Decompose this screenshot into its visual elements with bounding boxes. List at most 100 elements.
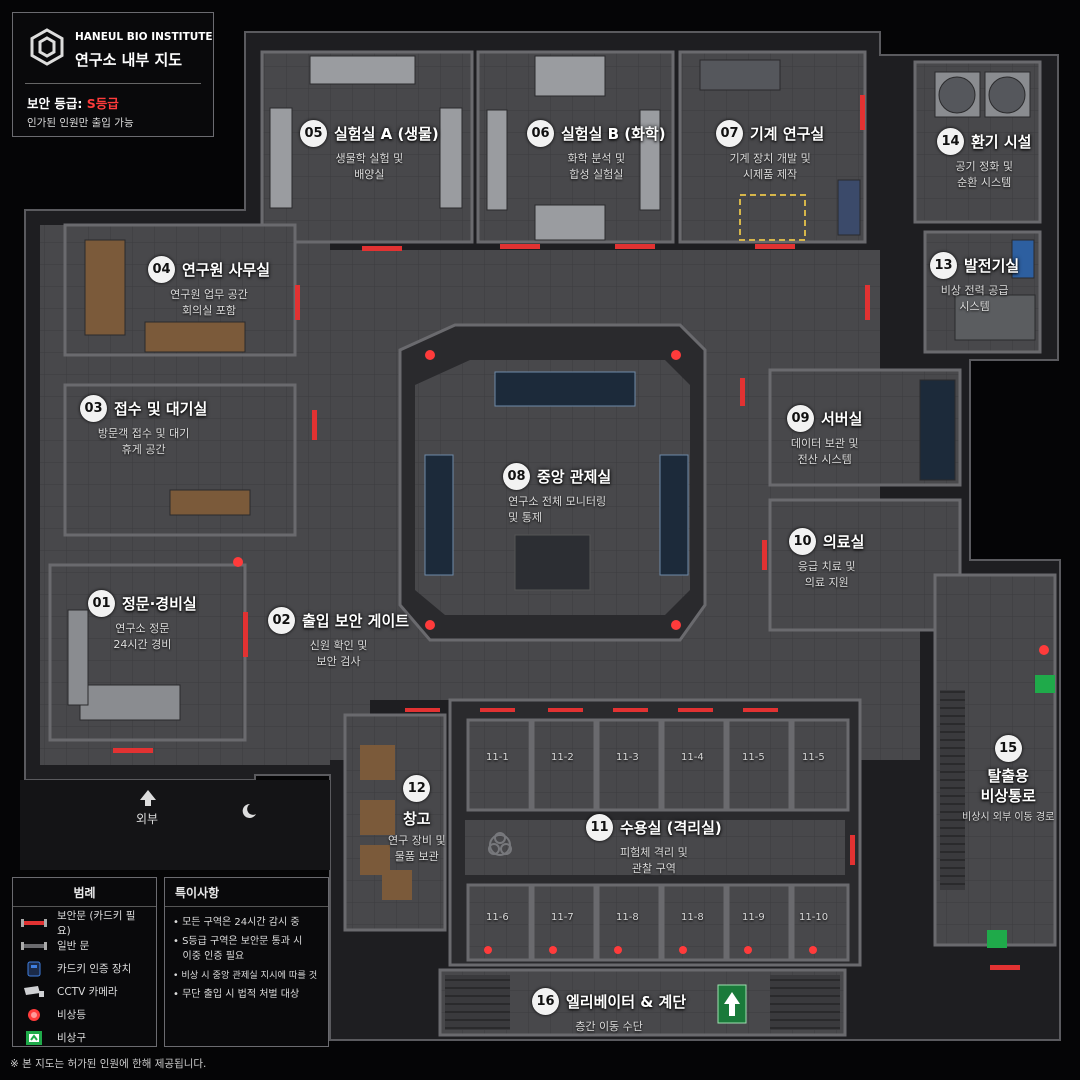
room-name: 창고 [402,810,431,828]
room-name: 수용실 (격리실) [620,819,722,837]
org-name: HANEUL BIO INSTITUTE [75,31,213,43]
legend-panel: 범례 보안문 (카드키 필요) 일반 문 카드키 인증 장치 CCTV 카메라 … [12,877,157,1047]
room-number-badge: 01 [88,590,115,617]
gray-door-icon [21,941,47,950]
logo-icon [27,27,67,67]
cell-door-lights [405,708,778,712]
cell-walls [466,718,850,962]
elevator-stairs-area [438,968,847,1037]
room-name: 환기 시설 [971,133,1032,151]
room-name: 의료실 [823,533,865,551]
cell-label: 11-1 [486,752,509,763]
note-item: • S등급 구역은 보안문 통과 시 이중 인증 필요 [173,936,303,962]
room-number-badge: 07 [716,120,743,147]
note-item: • 무단 출입 시 법적 처벌 대상 [173,989,300,1000]
legend-item-cctv: CCTV 카메라 [21,980,148,1003]
moon-icon [242,803,256,818]
header-divider [25,83,201,84]
room-name: 탈출용 비상통로 [980,767,1036,805]
room-desc: 층간 이동 수단 [575,1020,643,1033]
control-room [398,323,707,642]
legend-item-exit: 비상구 [21,1026,148,1049]
cell-label: 11-10 [799,912,829,923]
room-name: 실험실 B (화학) [561,125,666,143]
room-name: 발전기실 [964,257,1020,275]
cell-label: 11-9 [742,912,765,923]
cell-label: 11-3 [616,752,639,763]
room-number-badge: 16 [532,988,559,1015]
room-number-badge: 14 [937,128,964,155]
exit-sign-icon [21,1030,47,1045]
room-number-badge: 08 [503,463,530,490]
room-number-badge: 11 [586,814,613,841]
legend-item-emergency-light: 비상등 [21,1003,148,1026]
hazard-floor-marking [739,194,806,241]
card-reader-icon [21,961,47,977]
cell-label: 11-5 [802,752,825,763]
exit-signs [987,675,1055,948]
red-door-icon [21,918,47,927]
room-number-badge: 05 [300,120,327,147]
room-name: 출입 보안 게이트 [302,612,410,630]
room-label-15[interactable]: 15 탈출용 비상통로 비상시 외부 이동 경로 [962,735,1054,826]
room-name: 중앙 관제실 [537,468,612,486]
cell-label: 11-8 [616,912,639,923]
room-number-badge: 03 [80,395,107,422]
cell-label: 11-2 [551,752,574,763]
note-item: • 모든 구역은 24시간 감시 중 [173,917,300,928]
emergency-stairs [940,690,965,890]
cell-label: 11-7 [551,912,574,923]
emergency-lights [233,350,1049,954]
room-name: 실험실 A (생물) [334,125,439,143]
room-name: 기계 연구실 [750,125,825,143]
footer-note: ※ 본 지도는 허가된 인원에 한해 제공됩니다. [10,1058,207,1070]
room-name: 접수 및 대기실 [114,400,208,418]
room-number-badge: 06 [527,120,554,147]
room-number-badge: 15 [994,735,1022,762]
access-note: 인가된 인원만 출입 가능 [27,117,134,129]
legend-title: 범례 [13,878,156,907]
notes-panel: 특이사항 • 모든 구역은 24시간 감시 중 • S등급 구역은 보안문 통과… [164,877,329,1047]
cell-label: 11-6 [486,912,509,923]
cell-label: 11-4 [681,752,704,763]
fan-units [919,71,1036,481]
legend-item-security-door: 보안문 (카드키 필요) [21,910,148,937]
room-number-badge: 12 [403,775,431,802]
warehouse [343,713,447,932]
emergency-light-icon [21,1008,47,1022]
map-title: 연구소 내부 지도 [75,51,183,69]
security-prefix: 보안 등급: [27,96,87,111]
notes-title: 특이사항 [165,878,328,907]
biohazard-icon [488,832,512,856]
security-level-line: 보안 등급: S등급 [27,93,119,112]
legend-item-normal-door: 일반 문 [21,934,148,957]
room-number-badge: 02 [268,607,295,634]
office-furniture [67,239,251,721]
